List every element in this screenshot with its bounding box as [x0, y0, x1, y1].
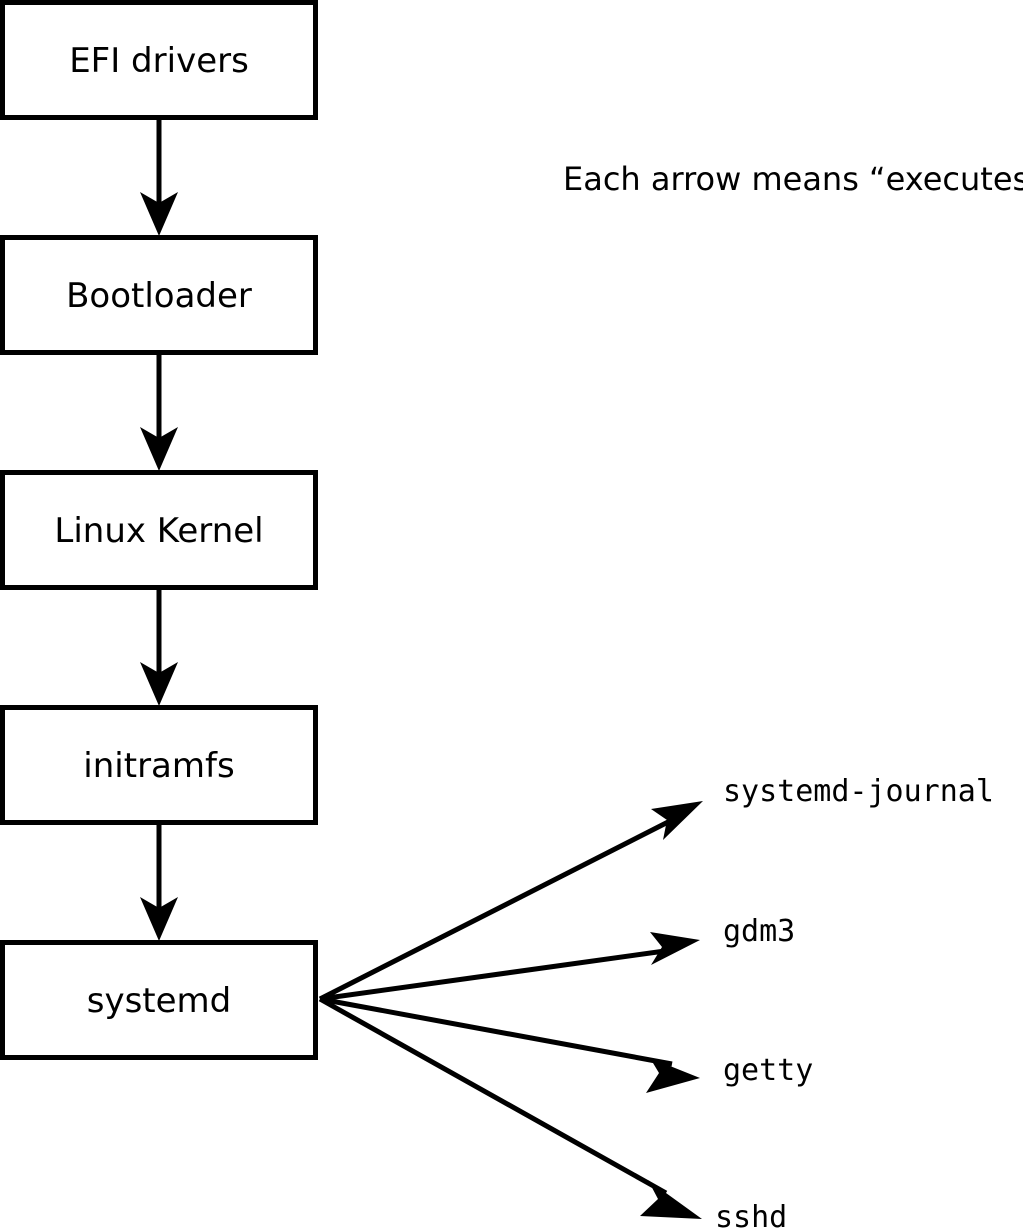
- process-box-systemd[interactable]: systemd: [0, 940, 318, 1060]
- legend-note: Each arrow means “executes”.: [563, 160, 1023, 198]
- process-box-linux-kernel[interactable]: Linux Kernel: [0, 470, 318, 590]
- arrowhead-diagonal-icon: [646, 1058, 700, 1093]
- process-box-rect: [0, 705, 318, 825]
- arrowhead-diagonal-icon: [640, 1180, 702, 1219]
- arrowhead-down-icon: [140, 192, 178, 236]
- service-label-systemd-journal: systemd-journal: [723, 774, 994, 809]
- service-label-sshd: sshd: [715, 1200, 787, 1230]
- arrowhead-down-icon: [140, 662, 178, 706]
- chain-arrow-efi-to-bootloader: [140, 118, 178, 236]
- fanout-arrow-sshd: [318, 996, 702, 1219]
- fanout-arrow-line: [318, 996, 668, 1196]
- process-box-initramfs[interactable]: initramfs: [0, 705, 318, 825]
- fanout-arrow-line: [319, 996, 673, 1067]
- process-box-bootloader[interactable]: Bootloader: [0, 235, 318, 355]
- chain-arrow-kernel-to-initramfs: [140, 588, 178, 706]
- arrowhead-diagonal-icon: [650, 932, 700, 965]
- arrowhead-down-icon: [140, 427, 178, 471]
- fanout-arrow-getty: [319, 996, 700, 1093]
- process-box-label: Bootloader: [66, 276, 252, 316]
- fanout-arrow-line: [319, 947, 673, 1002]
- process-box-efi-drivers[interactable]: EFI drivers: [0, 0, 318, 120]
- process-box-rect: [0, 470, 318, 590]
- process-box-label: Linux Kernel: [54, 511, 263, 551]
- chain-arrow-initramfs-to-systemd: [140, 823, 178, 941]
- fanout-arrow-line: [318, 817, 674, 1002]
- chain-arrow-bootloader-to-kernel: [140, 353, 178, 471]
- service-label-gdm3: gdm3: [723, 914, 795, 949]
- process-box-rect: [0, 940, 318, 1060]
- arrowhead-diagonal-icon: [651, 801, 703, 840]
- service-label-getty: getty: [723, 1053, 813, 1088]
- fanout-arrow-systemd-journal: [318, 801, 703, 1002]
- process-box-label: systemd: [87, 981, 232, 1021]
- process-box-label: initramfs: [83, 746, 234, 786]
- process-box-label: EFI drivers: [69, 41, 249, 81]
- process-box-rect: [0, 235, 318, 355]
- arrowhead-down-icon: [140, 897, 178, 941]
- process-box-rect: [0, 0, 318, 120]
- fanout-arrow-gdm3: [319, 932, 700, 1002]
